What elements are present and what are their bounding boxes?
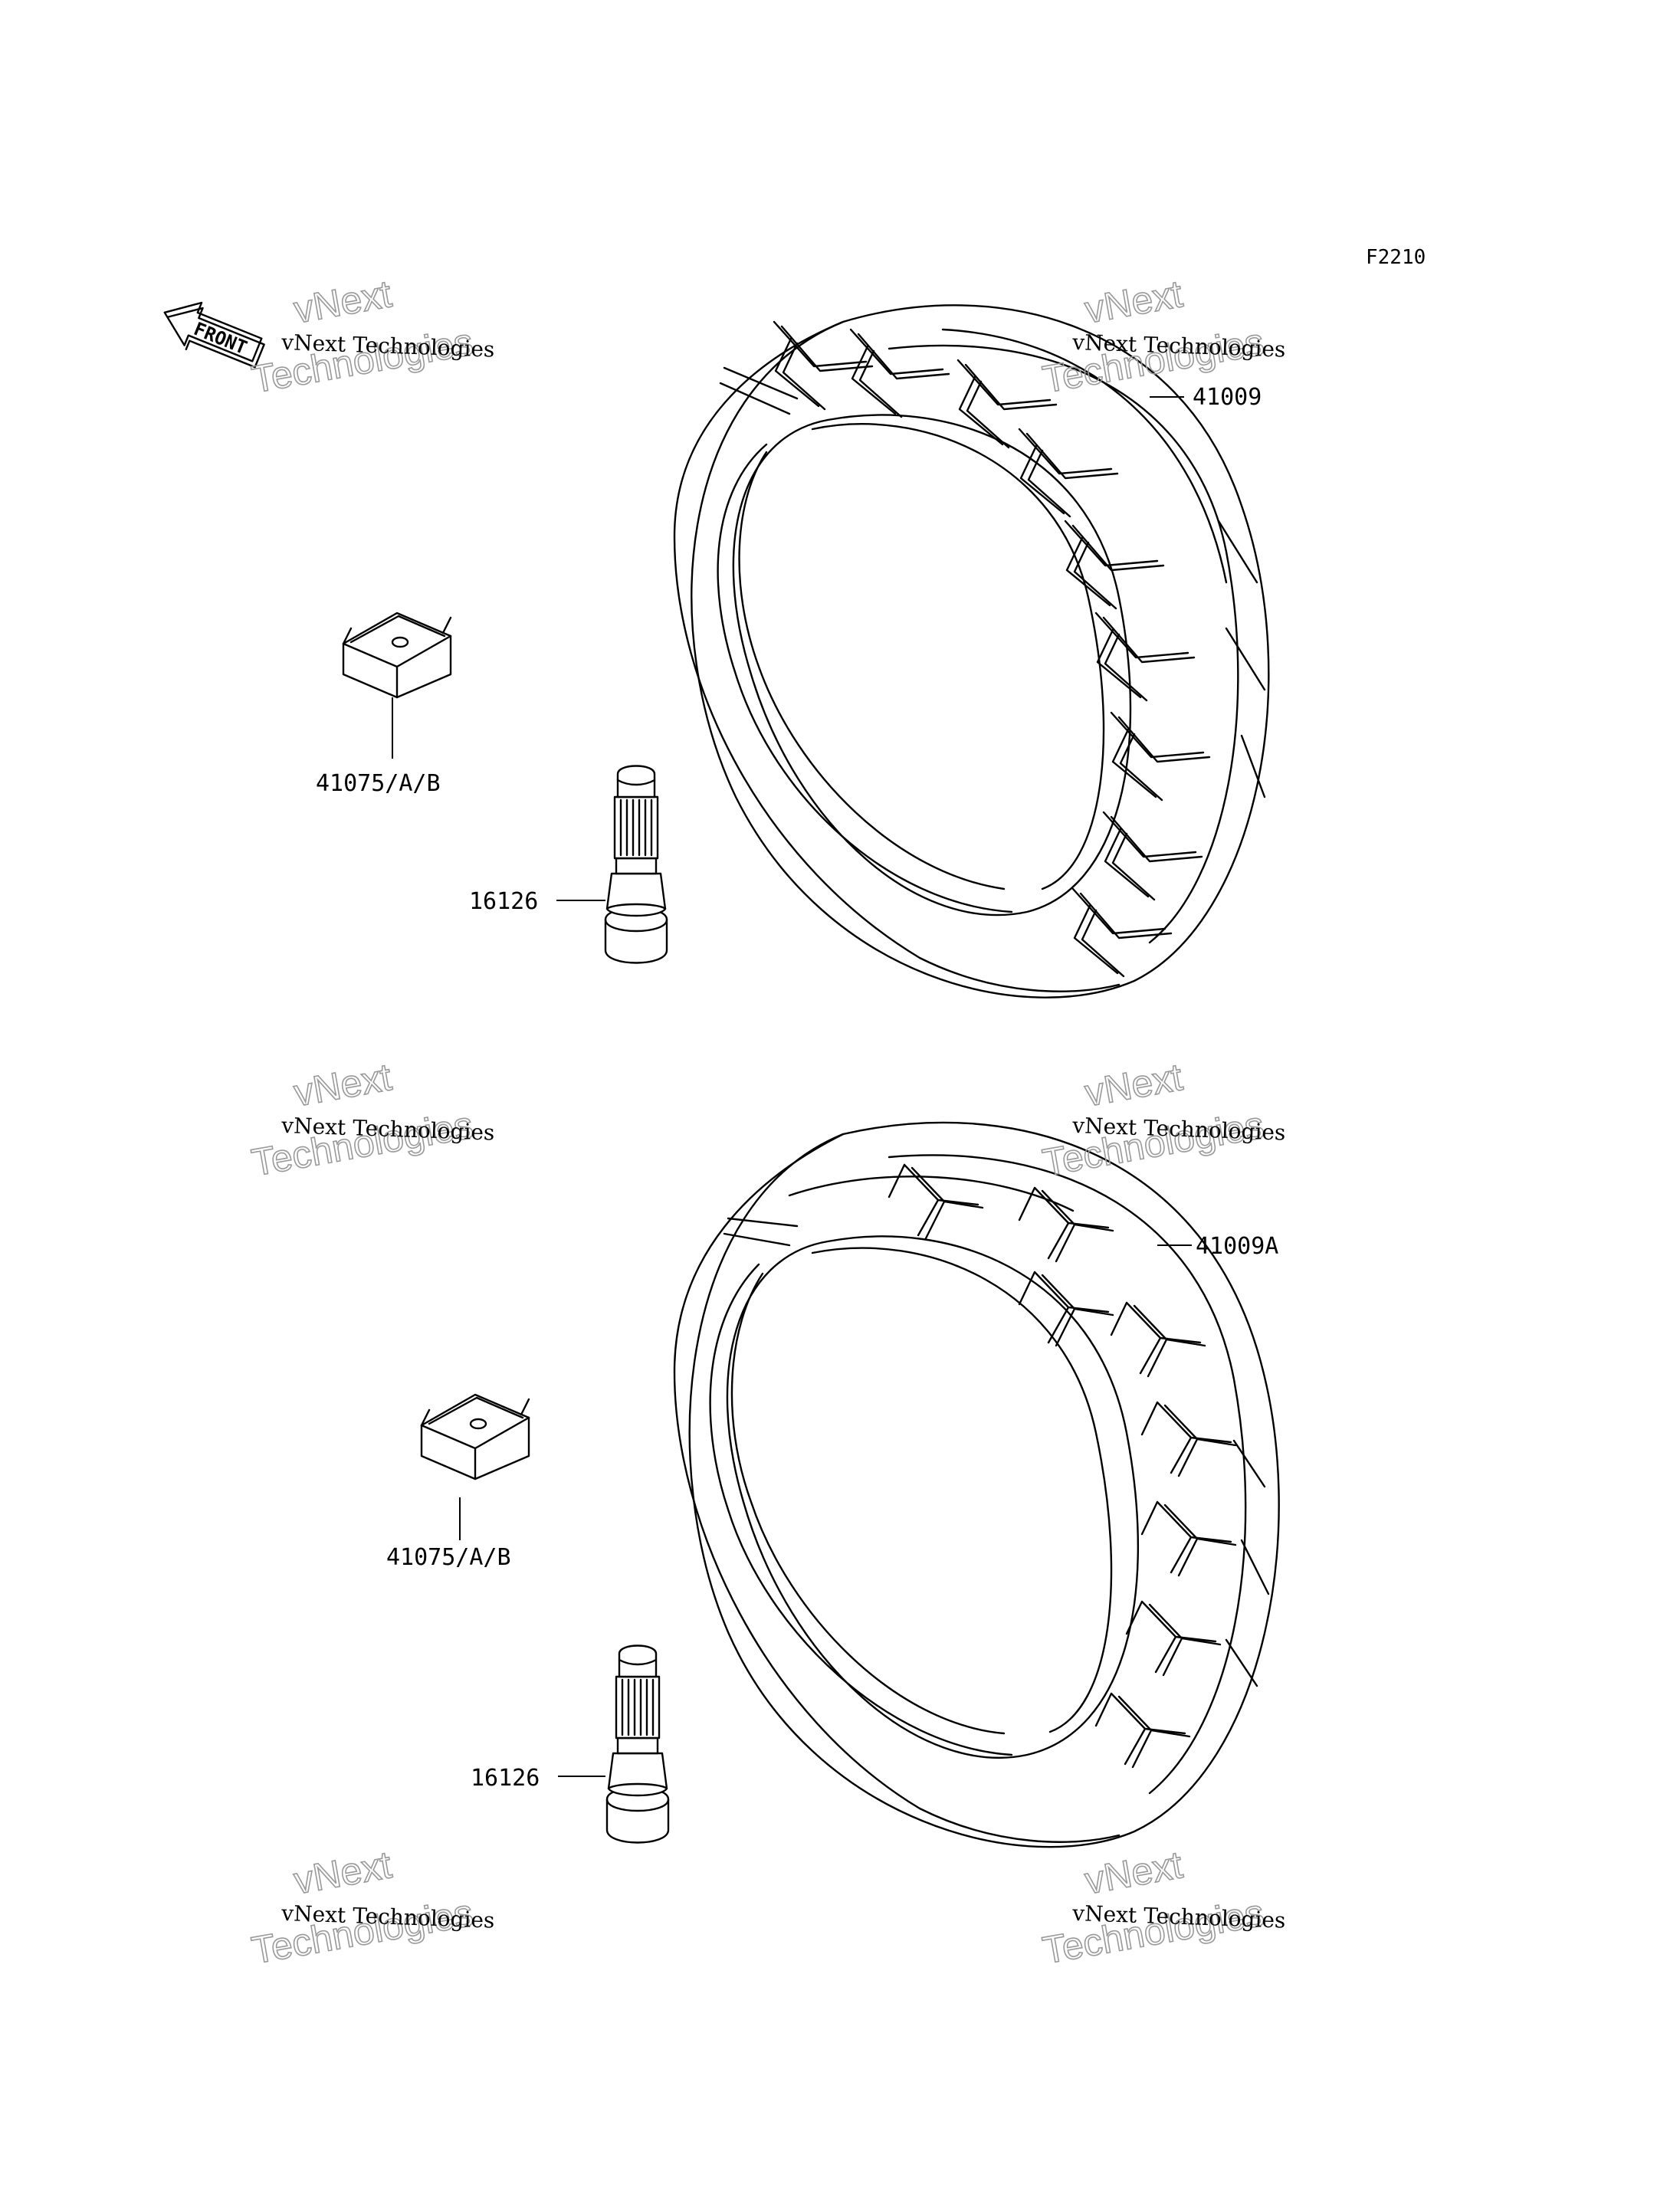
balance-weight-lower[interactable] bbox=[420, 1393, 530, 1481]
figure-code: F2210 bbox=[1366, 246, 1426, 269]
watermark-middle-right: vNext Technologies vNext Technologies bbox=[1039, 1054, 1285, 1185]
valve-upper[interactable] bbox=[604, 765, 668, 964]
part-number-valve-upper[interactable]: 16126 bbox=[469, 888, 538, 915]
watermark-middle-left: vNext Technologies vNext Technologies bbox=[248, 1054, 494, 1185]
part-number-balance-weight-upper[interactable]: 41075/A/B bbox=[316, 770, 441, 797]
balance-weight-upper[interactable] bbox=[342, 612, 452, 699]
svg-text:vNext: vNext bbox=[1081, 272, 1186, 331]
valve-lower[interactable] bbox=[605, 1644, 670, 1844]
part-number-valve-lower[interactable]: 16126 bbox=[471, 1765, 540, 1792]
svg-text:vNext: vNext bbox=[290, 272, 395, 331]
watermark-bottom-right: vNext Technologies vNext Technologies bbox=[1039, 1842, 1285, 1972]
watermark-top-left: vNext Technologies vNext Technologies bbox=[248, 271, 494, 402]
part-number-rear-tire[interactable]: 41009 bbox=[1193, 384, 1262, 411]
svg-text:vNext: vNext bbox=[1081, 1055, 1186, 1114]
watermark-top-right: vNext Technologies vNext Technologies bbox=[1039, 271, 1285, 402]
svg-text:vNext: vNext bbox=[290, 1055, 395, 1114]
svg-text:vNext: vNext bbox=[1081, 1843, 1186, 1902]
part-number-balance-weight-lower[interactable]: 41075/A/B bbox=[386, 1544, 511, 1571]
rear-tire[interactable] bbox=[674, 305, 1268, 997]
watermark-bottom-left: vNext Technologies vNext Technologies bbox=[248, 1842, 494, 1972]
part-number-front-tire[interactable]: 41009A bbox=[1196, 1233, 1278, 1260]
leader-lines bbox=[392, 396, 1192, 1777]
svg-text:vNext: vNext bbox=[290, 1843, 395, 1902]
front-tire[interactable] bbox=[674, 1123, 1279, 1847]
